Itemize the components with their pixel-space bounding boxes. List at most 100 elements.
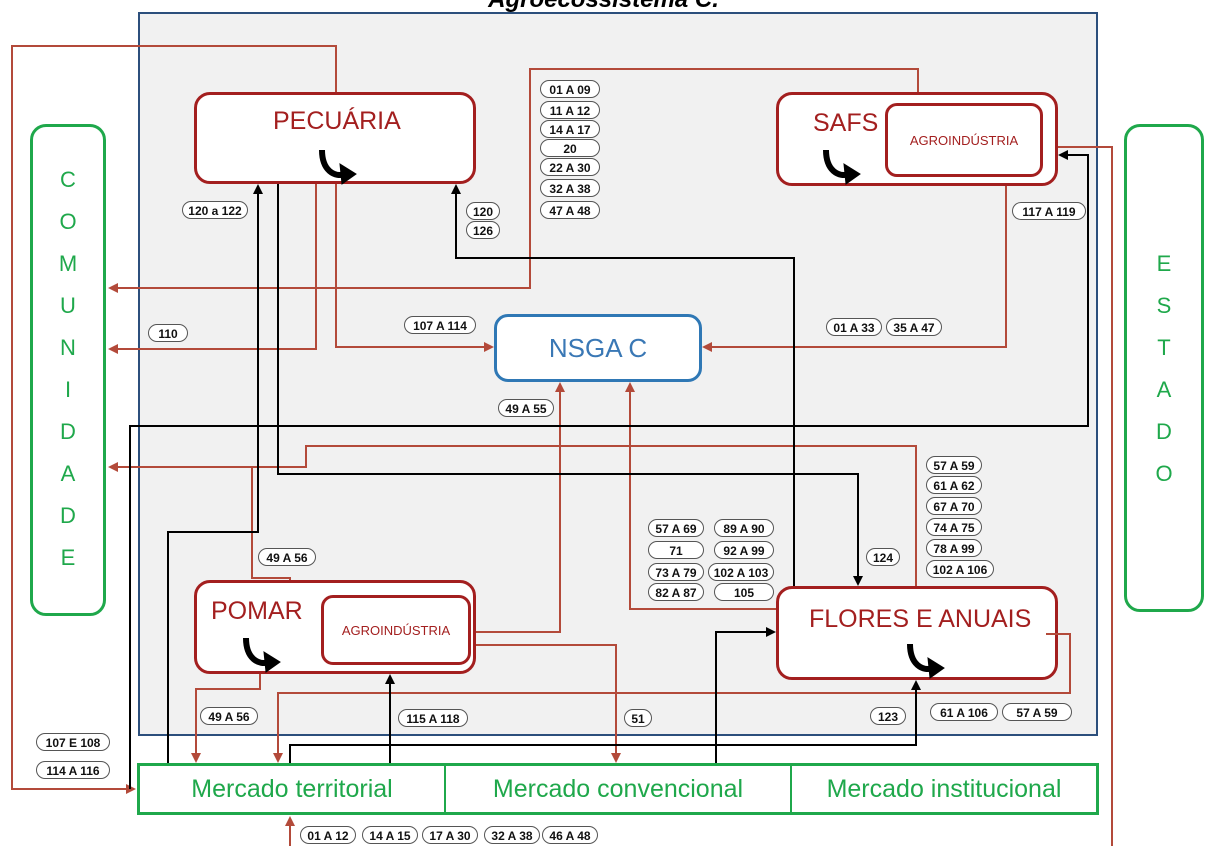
flow-territorial-to-flores: [289, 680, 921, 763]
pecuaria-node: PECUÁRIA: [194, 92, 476, 184]
market-bar: Mercado territorial Mercado convencional…: [137, 763, 1099, 815]
comunidade-letter: A: [60, 461, 76, 486]
flow-label: 57 A 59: [926, 456, 982, 474]
comunidade-letter: D: [60, 503, 76, 528]
safs-agroindustria-box: AGROINDÚSTRIA: [885, 103, 1043, 177]
flow-label: 49 A 55: [498, 399, 554, 417]
flow-label: 123: [870, 707, 906, 725]
flow-label: 82 A 87: [648, 583, 704, 601]
comunidade-letter: O: [59, 209, 77, 234]
flow-label: 01 A 09: [540, 80, 600, 98]
flow-label: 102 A 106: [926, 560, 994, 578]
comunidade-box: C O M U N I D A D E: [30, 124, 106, 616]
flow-safs-to-estado: [1058, 146, 1113, 846]
flow-label: 22 A 30: [540, 158, 600, 176]
flow-label: 67 A 70: [926, 497, 982, 515]
flow-label: 35 A 47: [886, 318, 942, 336]
flow-flores-to-pecuaria: [451, 184, 795, 586]
flow-flores-to-comunidade: [108, 445, 917, 586]
safs-agroindustria-label: AGROINDÚSTRIA: [909, 132, 1019, 148]
flow-label: 124: [866, 548, 900, 566]
flow-label: 32 A 38: [484, 826, 540, 844]
flow-label: 120 a 122: [182, 201, 248, 219]
flow-pomar-to-convencional: [476, 644, 621, 763]
flow-label: 117 A 119: [1012, 202, 1086, 220]
estado-letter: D: [1156, 419, 1172, 444]
flow-pomar-to-territorial: [191, 674, 261, 763]
flow-label: 61 A 106: [930, 703, 998, 721]
flow-label: 107 A 114: [404, 316, 476, 334]
flow-label: 126: [466, 221, 500, 239]
market-divider: [444, 766, 446, 812]
flow-pomar-to-comunidade: [251, 467, 291, 580]
flow-label: 20: [540, 139, 600, 157]
estado-letter: T: [1157, 335, 1171, 360]
flow-pecuaria-to-comunidade: [108, 184, 317, 354]
flow-label: 89 A 90: [714, 519, 774, 537]
flow-label: 73 A 79: [648, 563, 704, 581]
flow-label: 92 A 99: [714, 541, 774, 559]
estado-letter: A: [1156, 377, 1172, 402]
comunidade-letter: C: [60, 167, 76, 192]
safs-label: SAFS: [813, 109, 879, 137]
pomar-label: POMAR: [211, 597, 303, 625]
flow-convencional-to-flores: [715, 627, 776, 763]
flow-label: 115 A 118: [398, 709, 468, 727]
flow-label: 107 E 108: [36, 733, 110, 751]
flow-label: 51: [624, 709, 652, 727]
flow-label: 32 A 38: [540, 179, 600, 197]
flow-label: 49 A 56: [258, 548, 316, 566]
flow-safs-to-comunidade: [108, 68, 919, 293]
flow-label: 102 A 103: [708, 563, 774, 581]
flow-label: 74 A 75: [926, 518, 982, 536]
flow-pecuaria-to-nsga: [335, 184, 494, 352]
flow-label: 49 A 56: [200, 707, 258, 725]
flow-flores-to-nsga: [625, 382, 776, 610]
flow-label: 17 A 30: [422, 826, 478, 844]
flow-label: 120: [466, 202, 500, 220]
flow-label: 114 A 116: [36, 761, 110, 779]
comunidade-letter: M: [58, 251, 78, 276]
flow-label: 57 A 59: [1002, 703, 1072, 721]
comunidade-letter: N: [60, 335, 76, 360]
flow-territorial-to-pecuaria: [167, 184, 263, 763]
estado-letter: O: [1155, 461, 1173, 486]
flow-territorial-to-safs: [129, 150, 1089, 789]
mercado-institucional: Mercado institucional: [826, 774, 1062, 803]
estado-letter: S: [1156, 293, 1172, 318]
flow-label: 105: [714, 583, 774, 601]
flow-label: 47 A 48: [540, 201, 600, 219]
pomar-node: POMAR AGROINDÚSTRIA: [194, 580, 476, 674]
nsga-label: NSGA C: [548, 332, 648, 363]
flow-label: 01 A 12: [300, 826, 356, 844]
flow-label: 14 A 15: [362, 826, 418, 844]
flow-label: 71: [648, 541, 704, 559]
estado-box: E S T A D O: [1124, 124, 1204, 612]
flow-label: 46 A 48: [542, 826, 598, 844]
flow-pomar-to-nsga: [476, 382, 565, 633]
flores-node: FLORES E ANUAIS: [776, 586, 1058, 680]
comunidade-letter: U: [60, 293, 76, 318]
process-icons: [243, 149, 945, 679]
comunidade-letter: I: [64, 377, 72, 402]
diagram-title: Agroecossistema C.: [0, 0, 1207, 14]
flow-label: 110: [148, 324, 188, 342]
nsga-node: NSGA C: [494, 314, 702, 382]
mercado-territorial: Mercado territorial: [191, 774, 393, 803]
estado-letter: E: [1156, 251, 1172, 276]
flow-label: 61 A 62: [926, 476, 982, 494]
flow-flores-to-territorial: [273, 633, 1071, 763]
pomar-agroindustria-box: AGROINDÚSTRIA: [321, 595, 471, 665]
flow-label: 57 A 69: [648, 519, 704, 537]
flow-safs-to-nsga: [702, 186, 1007, 352]
pomar-agroindustria-label: AGROINDÚSTRIA: [341, 622, 451, 638]
flow-pecuaria-to-flores: [277, 184, 863, 586]
market-divider: [790, 766, 792, 812]
flow-pecuaria-to-mercado-territorial: [11, 45, 337, 794]
comunidade-letter: D: [60, 419, 76, 444]
flow-label: 01 A 33: [826, 318, 882, 336]
mercado-convencional: Mercado convencional: [492, 774, 744, 803]
comunidade-letter: E: [60, 545, 76, 570]
flow-label: 14 A 17: [540, 120, 600, 138]
